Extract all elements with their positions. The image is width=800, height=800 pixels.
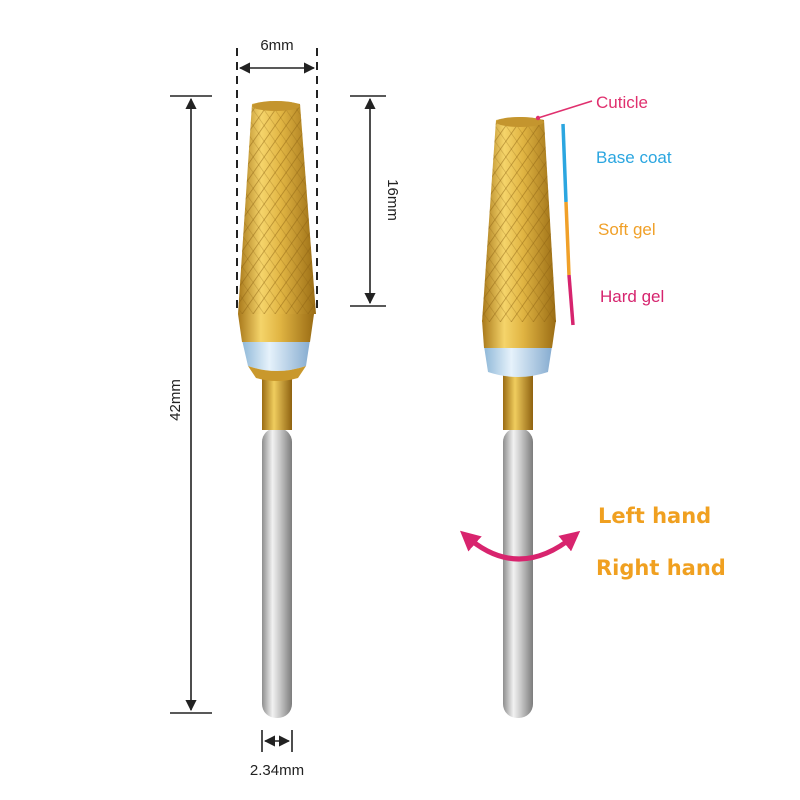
left-gold-shank [262, 372, 292, 430]
total-length-label: 42mm [167, 379, 184, 421]
left-shank [262, 428, 292, 718]
left-collar [238, 314, 314, 342]
head-width-label: 6mm [260, 37, 293, 54]
right-shank [503, 428, 533, 718]
base-coat-bar [561, 123, 568, 203]
soft-gel-bar [564, 201, 571, 276]
right-drill-bit [482, 117, 556, 718]
rotation-arrow-icon [460, 530, 581, 562]
shank-diameter-label: 2.34mm [250, 762, 304, 779]
right-collar [482, 320, 556, 348]
base-coat-label: Base coat [596, 148, 672, 167]
right-gold-shank [503, 372, 533, 430]
hard-gel-label: Hard gel [600, 287, 664, 306]
left-hand-label: Left hand [598, 504, 711, 528]
cuticle-pointer [537, 100, 593, 119]
right-blue-band [484, 346, 552, 377]
right-hand-label: Right hand [596, 556, 726, 580]
left-drill-bit [238, 101, 316, 718]
cuticle-label: Cuticle [596, 93, 648, 112]
hard-gel-bar [567, 274, 575, 326]
left-blue-band [242, 340, 310, 371]
head-length-label: 16mm [384, 179, 401, 221]
soft-gel-label: Soft gel [598, 220, 656, 239]
